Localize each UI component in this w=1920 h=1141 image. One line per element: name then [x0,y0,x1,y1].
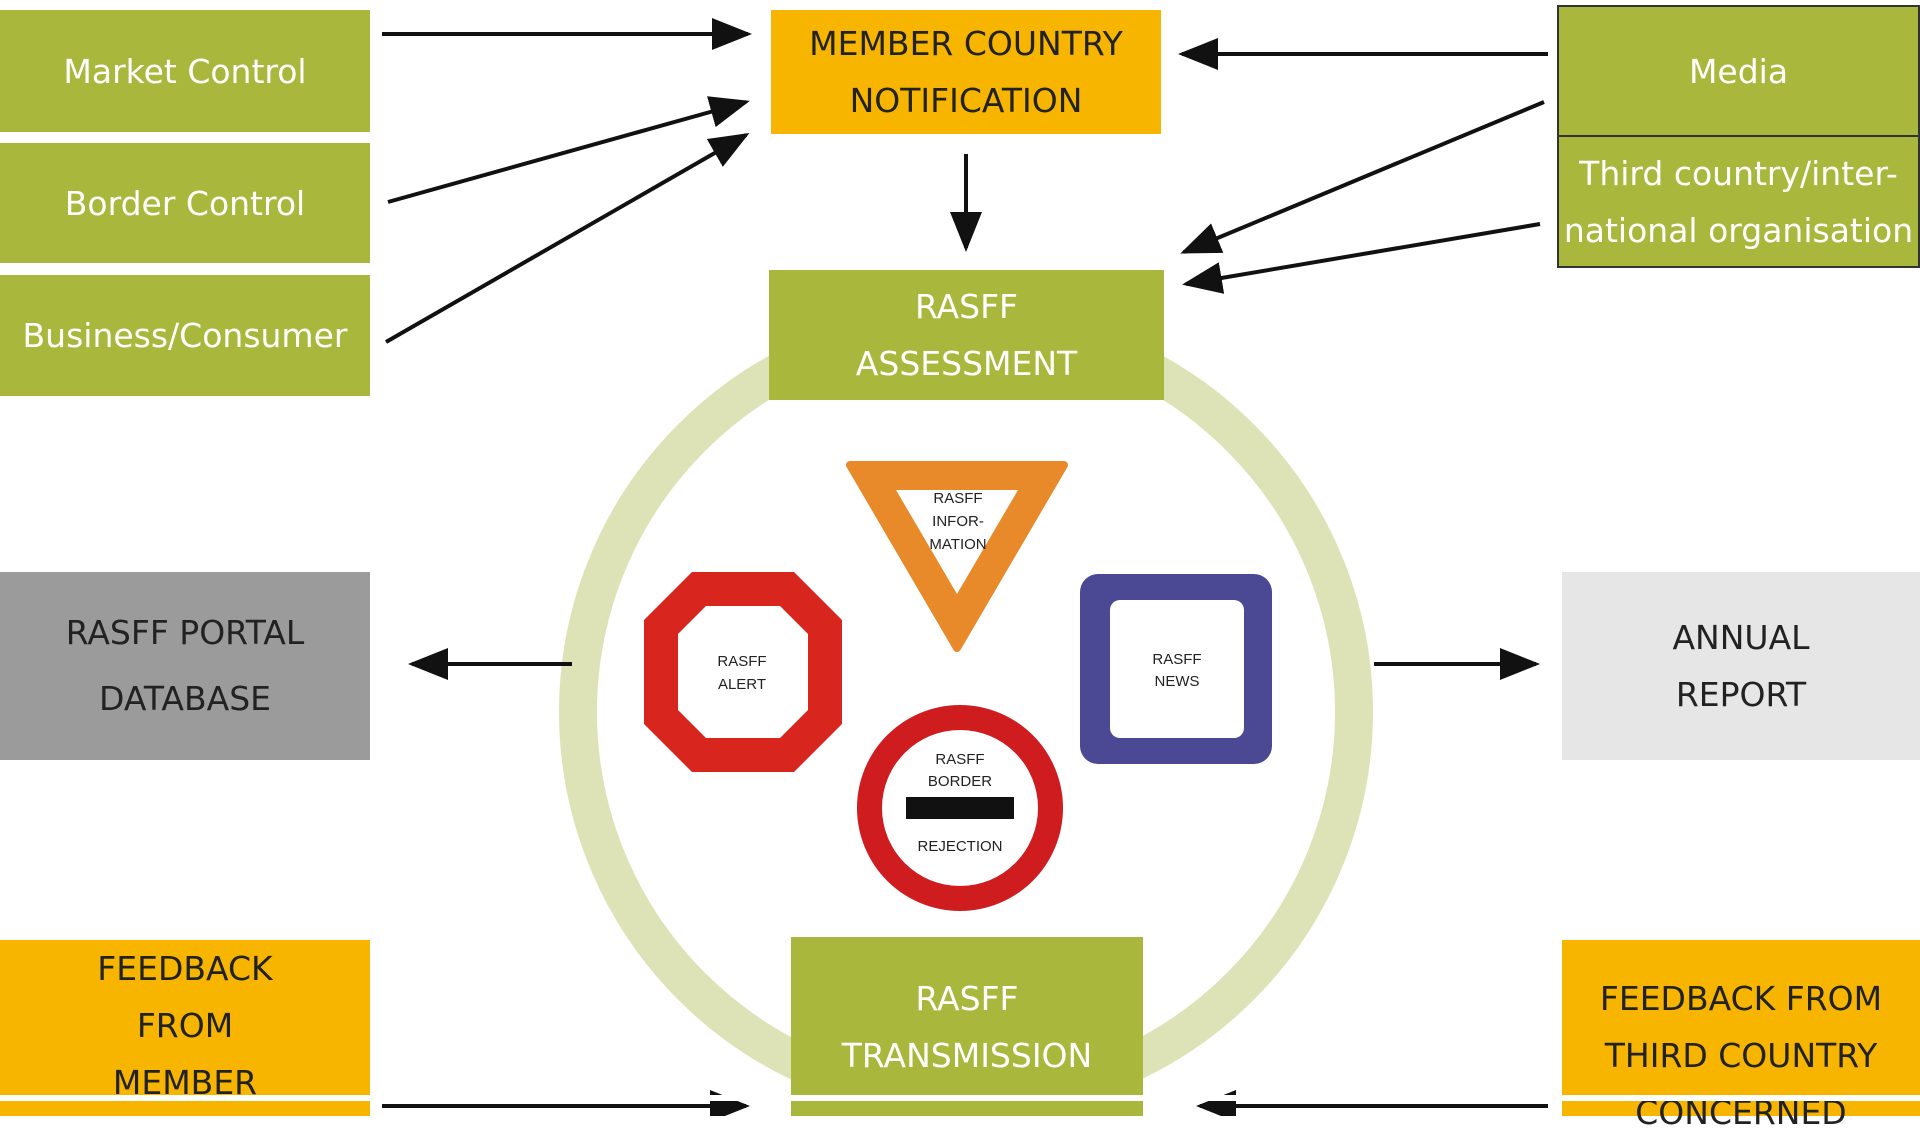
border-rejection-line2: BORDER [928,773,992,790]
alert-sign-line1: RASFF [717,653,766,670]
source-business-consumer-label: Business/Consumer [22,316,348,355]
annual-report-line1: ANNUAL [1672,618,1810,657]
notification-line2: NOTIFICATION [849,81,1083,120]
source-business-consumer: Business/Consumer [0,275,370,396]
transmission-line1: RASFF [915,979,1019,1018]
news-sign-line1: RASFF [1152,651,1201,668]
annual-report-line2: REPORT [1675,675,1807,714]
portal-line2: DATABASE [98,679,272,718]
portal-line1: RASFF PORTAL [65,613,305,652]
arrow-border-to-notification [387,96,750,204]
member-country-notification: MEMBER COUNTRY NOTIFICATION [771,10,1161,134]
source-border-control: Border Control [0,143,370,263]
annual-report: ANNUAL REPORT [1562,572,1920,760]
arrow-business-to-notification [385,133,750,344]
assessment-line2: ASSESSMENT [855,344,1078,383]
third-country-line2: national organisation [1563,210,1914,250]
third-country-line1: Third country/inter- [1579,153,1898,193]
source-media: Media [1557,5,1920,137]
information-sign-line1: RASFF [933,490,982,507]
information-sign: RASFF INFOR- MATION [846,461,1068,652]
bottom-crop-strip [0,1095,1920,1101]
notification-line1: MEMBER COUNTRY [809,24,1123,63]
source-market-control-label: Market Control [63,51,307,91]
source-third-country: Third country/inter- national organisati… [1557,135,1920,268]
information-sign-line2: INFOR- [932,513,984,530]
arrow-media-to-assessment [1180,100,1545,254]
source-media-label: Media [1688,51,1789,91]
feedback-third-line1: FEEDBACK FROM [1599,979,1883,1018]
news-sign-line2: NEWS [1155,673,1200,690]
alert-sign-line2: ALERT [718,676,766,693]
source-border-control-label: Border Control [64,183,306,223]
alert-sign: RASFF ALERT [644,572,842,772]
news-sign: RASFF NEWS [1080,574,1272,764]
border-rejection-line3: REJECTION [917,838,1002,855]
feedback-third-line3: CONCERNED [1635,1093,1847,1132]
feedback-member-line1: FEEDBACK [97,949,273,988]
rasff-portal-database: RASFF PORTAL DATABASE [0,572,370,760]
rasff-transmission: RASFF TRANSMISSION [791,937,1143,1116]
feedback-member-line2: FROM [136,1006,234,1045]
feedback-from-member: FEEDBACK FROM MEMBER [0,940,370,1116]
source-market-control: Market Control [0,10,370,132]
border-rejection-line1: RASFF [935,751,984,768]
rasff-assessment: RASFF ASSESSMENT [769,270,1164,400]
feedback-member-line3: MEMBER [112,1063,258,1102]
assessment-line1: RASFF [914,287,1019,326]
feedback-third-line2: THIRD COUNTRY [1604,1036,1878,1075]
transmission-line2: TRANSMISSION [841,1036,1093,1075]
feedback-from-third-country: FEEDBACK FROM THIRD COUNTRY CONCERNED [1562,940,1920,1132]
information-sign-line3: MATION [929,536,986,553]
arrow-third-country-to-assessment [1182,222,1541,294]
border-rejection-sign: RASFF BORDER REJECTION [857,705,1063,911]
